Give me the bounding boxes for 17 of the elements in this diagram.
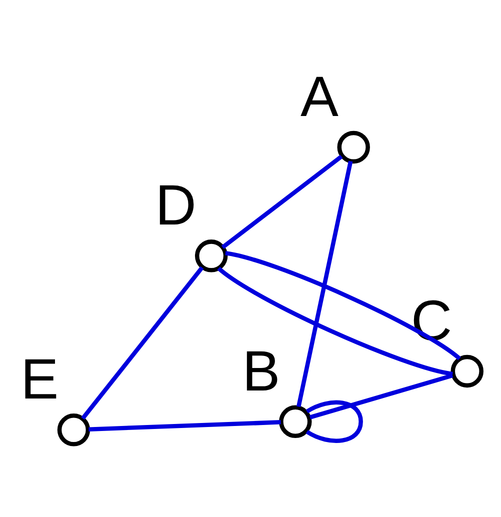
node-label: D xyxy=(155,174,196,238)
connector xyxy=(309,373,454,420)
node-label: E xyxy=(20,348,59,412)
connector xyxy=(81,266,204,420)
node-circle xyxy=(279,405,312,438)
node-circle xyxy=(194,240,228,272)
connector xyxy=(88,420,281,432)
node-circle xyxy=(57,414,90,446)
connector xyxy=(221,154,343,249)
node-circle xyxy=(337,130,370,164)
node-label: B xyxy=(242,339,280,404)
connector xyxy=(306,400,363,443)
node-circle xyxy=(450,354,484,388)
connector xyxy=(296,160,353,408)
connector xyxy=(225,251,461,360)
node-label: A xyxy=(300,64,338,129)
connector xyxy=(217,266,454,376)
